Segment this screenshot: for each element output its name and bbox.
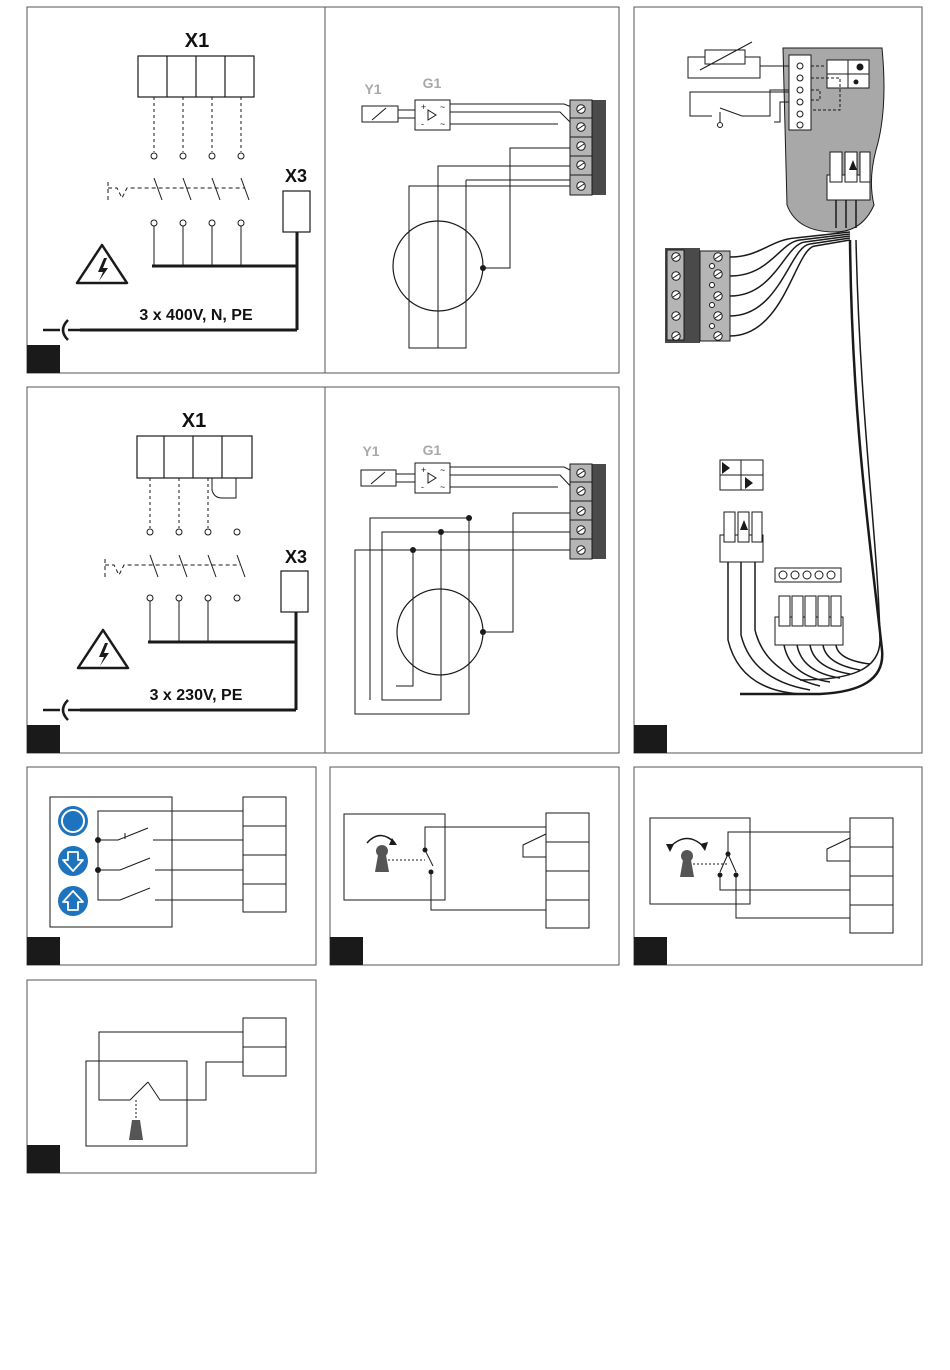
x1-label: X1 [185, 30, 209, 52]
panel-motor-230v: Y1 G1 + ~ - ~ [325, 387, 619, 753]
panel-mains-400v: X1 X3 3 x 400V, N, PE [27, 7, 325, 373]
x3-label: X3 [285, 547, 307, 567]
panel-number-tab [27, 937, 60, 965]
terminal-block-4 [850, 818, 893, 933]
terminal-block-2 [243, 1018, 286, 1076]
panel-pushbutton-station [27, 767, 316, 965]
terminal-strip-large [665, 248, 730, 343]
svg-text:-: - [421, 482, 424, 492]
plug-icon [43, 320, 80, 340]
svg-text:~: ~ [440, 119, 445, 129]
svg-text:+: + [421, 102, 426, 112]
svg-text:~: ~ [440, 102, 445, 112]
y1-label: Y1 [364, 81, 381, 97]
x3-label: X3 [285, 166, 307, 186]
x3-terminal [283, 191, 310, 232]
panel-number-tab [330, 937, 363, 965]
supply-label: 3 x 400V, N, PE [139, 307, 253, 324]
connector-small [720, 460, 763, 490]
lightning-warning-icon [78, 630, 128, 668]
plug-icon [43, 700, 80, 720]
lightning-warning-icon [77, 245, 127, 283]
x3-terminal [281, 571, 308, 612]
svg-text:~: ~ [440, 465, 445, 475]
x1-terminal-block [138, 56, 254, 97]
panel-number-tab [27, 345, 60, 373]
board-plug [827, 152, 870, 200]
terminal-block-4 [243, 797, 286, 912]
x1-terminal-block [137, 436, 252, 478]
panel-number-tab [27, 1145, 60, 1173]
panel-number-tab [27, 725, 60, 753]
main-switch-contacts [108, 97, 249, 266]
y1-label: Y1 [362, 443, 379, 459]
door-contact-symbol [690, 90, 789, 128]
arrow-up-icon [58, 886, 88, 916]
panel-control-board [634, 7, 922, 753]
pin-header [775, 568, 841, 582]
terminal-block-4 [546, 813, 589, 928]
panel-key-switch [330, 767, 619, 965]
panel-pull-switch [27, 980, 316, 1173]
motor-terminal-strip [570, 464, 606, 559]
panel-mains-230v: X1 X3 3 x 230V, PE [27, 387, 325, 753]
g1-label: G1 [423, 75, 442, 91]
panel-motor-400v: Y1 G1 + ~ - ~ [325, 7, 619, 373]
svg-text:~: ~ [440, 482, 445, 492]
circle-icon [58, 806, 88, 836]
panel-key-switch-2way [634, 767, 922, 965]
arrow-down-icon [58, 846, 88, 876]
motor-terminal-strip [570, 100, 606, 195]
thermistor-symbol [688, 42, 789, 78]
brake-coil-y1 [362, 106, 398, 122]
x1-label: X1 [182, 410, 206, 432]
supply-label: 3 x 230V, PE [150, 687, 243, 704]
svg-text:-: - [421, 119, 424, 129]
g1-label: G1 [423, 442, 442, 458]
motor-symbol [397, 589, 483, 675]
connector-plug-middle [720, 512, 763, 562]
panel-number-tab [634, 725, 667, 753]
connector-block-lower [775, 596, 843, 645]
panel-number-tab [634, 937, 667, 965]
svg-text:+: + [421, 465, 426, 475]
